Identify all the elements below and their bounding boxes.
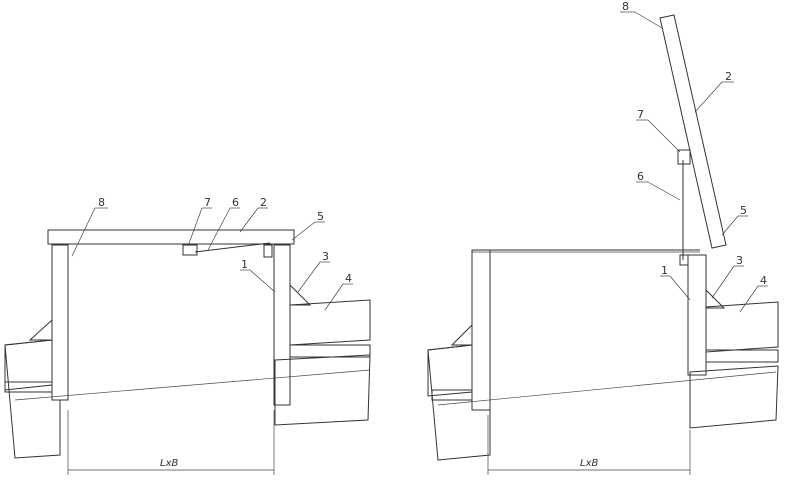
- left-label-6: 6: [232, 196, 239, 209]
- right-label-3: 3: [736, 254, 743, 267]
- right-label-1: 1: [661, 264, 668, 277]
- left-label-3: 3: [322, 250, 329, 263]
- left-dimension: LxB: [160, 458, 178, 469]
- left-insulation-right: [289, 299, 371, 346]
- left-label-2: 2: [260, 196, 267, 209]
- left-lid: [47, 229, 295, 245]
- right-dimension: LxB: [580, 458, 598, 469]
- right-label-7: 7: [637, 108, 644, 121]
- left-label-4: 4: [345, 272, 352, 285]
- right-curb-right: [687, 254, 707, 376]
- right-curb-left: [471, 249, 491, 411]
- left-bevel-right: [289, 283, 312, 306]
- right-strip-right: [705, 349, 779, 363]
- right-view: LxB 8 2 7 6 5 1 3 4: [427, 0, 779, 475]
- left-slab-right: [274, 354, 371, 426]
- left-strut: [194, 242, 271, 253]
- left-strut-block: [182, 244, 198, 256]
- right-lid: [659, 14, 727, 249]
- left-curb-left: [51, 244, 69, 401]
- right-slab-left: [427, 344, 491, 461]
- left-view: LxB 8 7 6 2 5 1 3 4: [4, 196, 371, 475]
- right-label-4: 4: [760, 274, 767, 287]
- right-label-8: 8: [622, 0, 629, 13]
- left-label-5: 5: [317, 210, 324, 223]
- left-label-1: 1: [241, 258, 248, 271]
- left-curb-right: [273, 244, 291, 406]
- right-slab-right: [689, 365, 779, 429]
- left-bevel-left: [28, 318, 53, 341]
- left-label-8: 8: [98, 196, 105, 209]
- right-label-2: 2: [725, 70, 732, 83]
- right-insulation-left: [427, 344, 473, 397]
- right-label-6: 6: [637, 170, 644, 183]
- left-label-7: 7: [204, 196, 211, 209]
- right-label-5: 5: [740, 204, 747, 217]
